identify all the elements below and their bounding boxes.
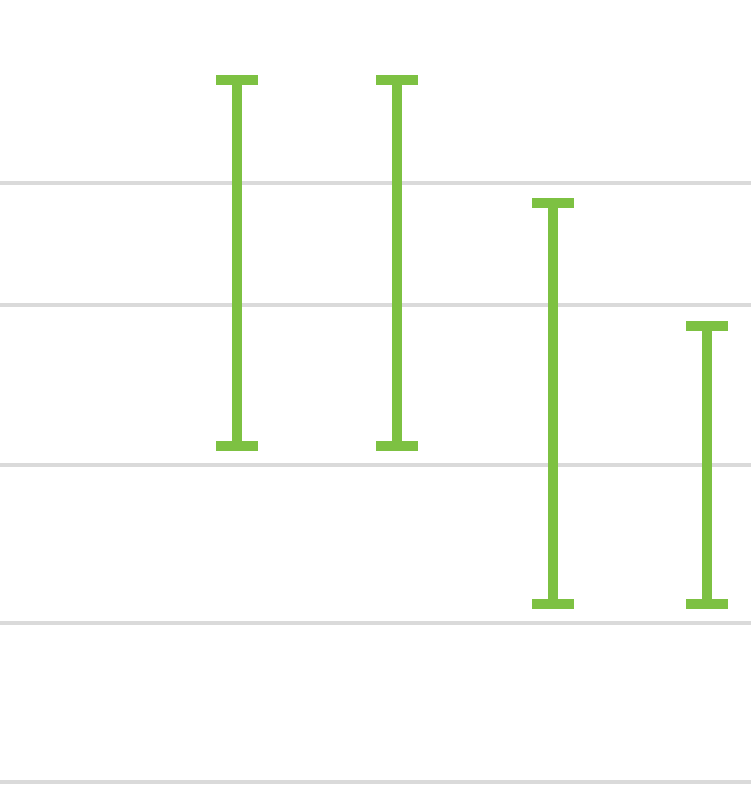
range-bar-cap-top xyxy=(216,75,258,85)
range-bar-cap-bottom xyxy=(532,599,574,609)
range-bar-stem xyxy=(392,75,402,451)
range-bar xyxy=(532,198,574,609)
range-bar xyxy=(216,75,258,451)
range-bar-stem xyxy=(232,75,242,451)
range-bar-cap-bottom xyxy=(686,599,728,609)
range-bar-cap-bottom xyxy=(216,441,258,451)
range-bar-cap-bottom xyxy=(376,441,418,451)
gridline xyxy=(0,181,751,185)
gridline xyxy=(0,303,751,307)
range-bar-cap-top xyxy=(686,321,728,331)
range-bar-cap-top xyxy=(376,75,418,85)
range-bar xyxy=(686,321,728,609)
range-bar-stem xyxy=(548,198,558,609)
gridline xyxy=(0,463,751,467)
gridline xyxy=(0,780,751,784)
range-bar xyxy=(376,75,418,451)
range-bar-cap-top xyxy=(532,198,574,208)
range-bar-stem xyxy=(702,321,712,609)
gridline xyxy=(0,621,751,625)
